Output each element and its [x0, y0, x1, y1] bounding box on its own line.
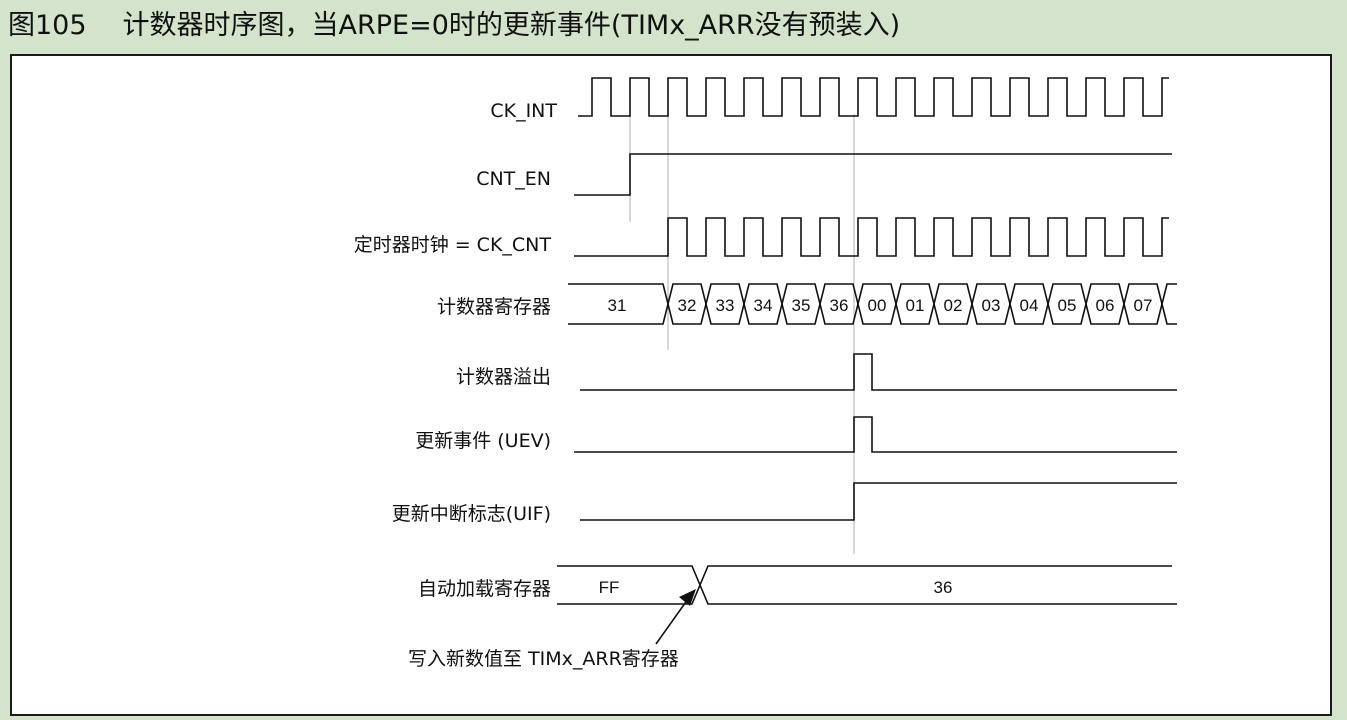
- arr-value-new: 36: [934, 578, 953, 597]
- counter-value-10: 04: [1020, 296, 1039, 315]
- signal-label-counter-overflow: 计数器溢出: [456, 366, 551, 388]
- counter-value-8: 02: [944, 296, 963, 315]
- arr-value-old: FF: [599, 578, 620, 597]
- guide-lines: [629, 114, 855, 554]
- waveform-update-interrupt-flag: [580, 482, 1177, 521]
- counter-value-13: 07: [1134, 296, 1153, 315]
- waveform-auto-reload-register: [557, 565, 1177, 605]
- waveform-cnt-en: [574, 153, 1172, 196]
- signal-label-ck-int: CK_INT: [490, 100, 557, 122]
- annotation-text: 写入新数值至 TIMx_ARR寄存器: [408, 648, 679, 670]
- signal-label-update-interrupt-flag: 更新中断标志(UIF): [392, 503, 551, 525]
- annotation-arrow-line: [655, 598, 689, 645]
- counter-value-11: 05: [1058, 296, 1077, 315]
- counter-value-7: 01: [906, 296, 925, 315]
- signal-label-counter-register: 计数器寄存器: [437, 296, 551, 318]
- counter-value-2: 33: [716, 296, 735, 315]
- signal-label-update-event: 更新事件 (UEV): [415, 430, 551, 452]
- waveform-ck-cnt: [574, 217, 1169, 257]
- waveform-counter-register: [568, 283, 1177, 325]
- diagram-frame: CK_INT CNT_EN 定时器时钟 = CK_CNT 计数器寄存器 计数器溢…: [10, 54, 1332, 716]
- waveform-counter-overflow: [580, 353, 1177, 391]
- signal-label-cnt-en: CNT_EN: [476, 168, 551, 190]
- counter-value-0: 31: [608, 296, 627, 315]
- counter-bus-tail: [1161, 283, 1177, 325]
- annotation-arrow-head: [679, 589, 696, 606]
- counter-value-12: 06: [1096, 296, 1115, 315]
- figure-number: 图105: [8, 10, 87, 41]
- waveform-ck-int: [578, 77, 1169, 117]
- counter-value-9: 03: [982, 296, 1001, 315]
- counter-value-5: 36: [830, 296, 849, 315]
- counter-value-1: 32: [678, 296, 697, 315]
- signal-label-ck-cnt: 定时器时钟 = CK_CNT: [354, 234, 552, 256]
- counter-value-4: 35: [792, 296, 811, 315]
- counter-value-6: 00: [868, 296, 887, 315]
- timing-diagram: CK_INT CNT_EN 定时器时钟 = CK_CNT 计数器寄存器 计数器溢…: [354, 77, 1177, 670]
- figure-caption: 图105 计数器时序图，当ARPE=0时的更新事件(TIMx_ARR没有预装入): [8, 6, 900, 46]
- figure-title: 计数器时序图，当ARPE=0时的更新事件(TIMx_ARR没有预装入): [122, 10, 901, 41]
- waveform-update-event: [574, 416, 1177, 453]
- signal-label-auto-reload-register: 自动加载寄存器: [418, 578, 551, 600]
- counter-value-3: 34: [754, 296, 773, 315]
